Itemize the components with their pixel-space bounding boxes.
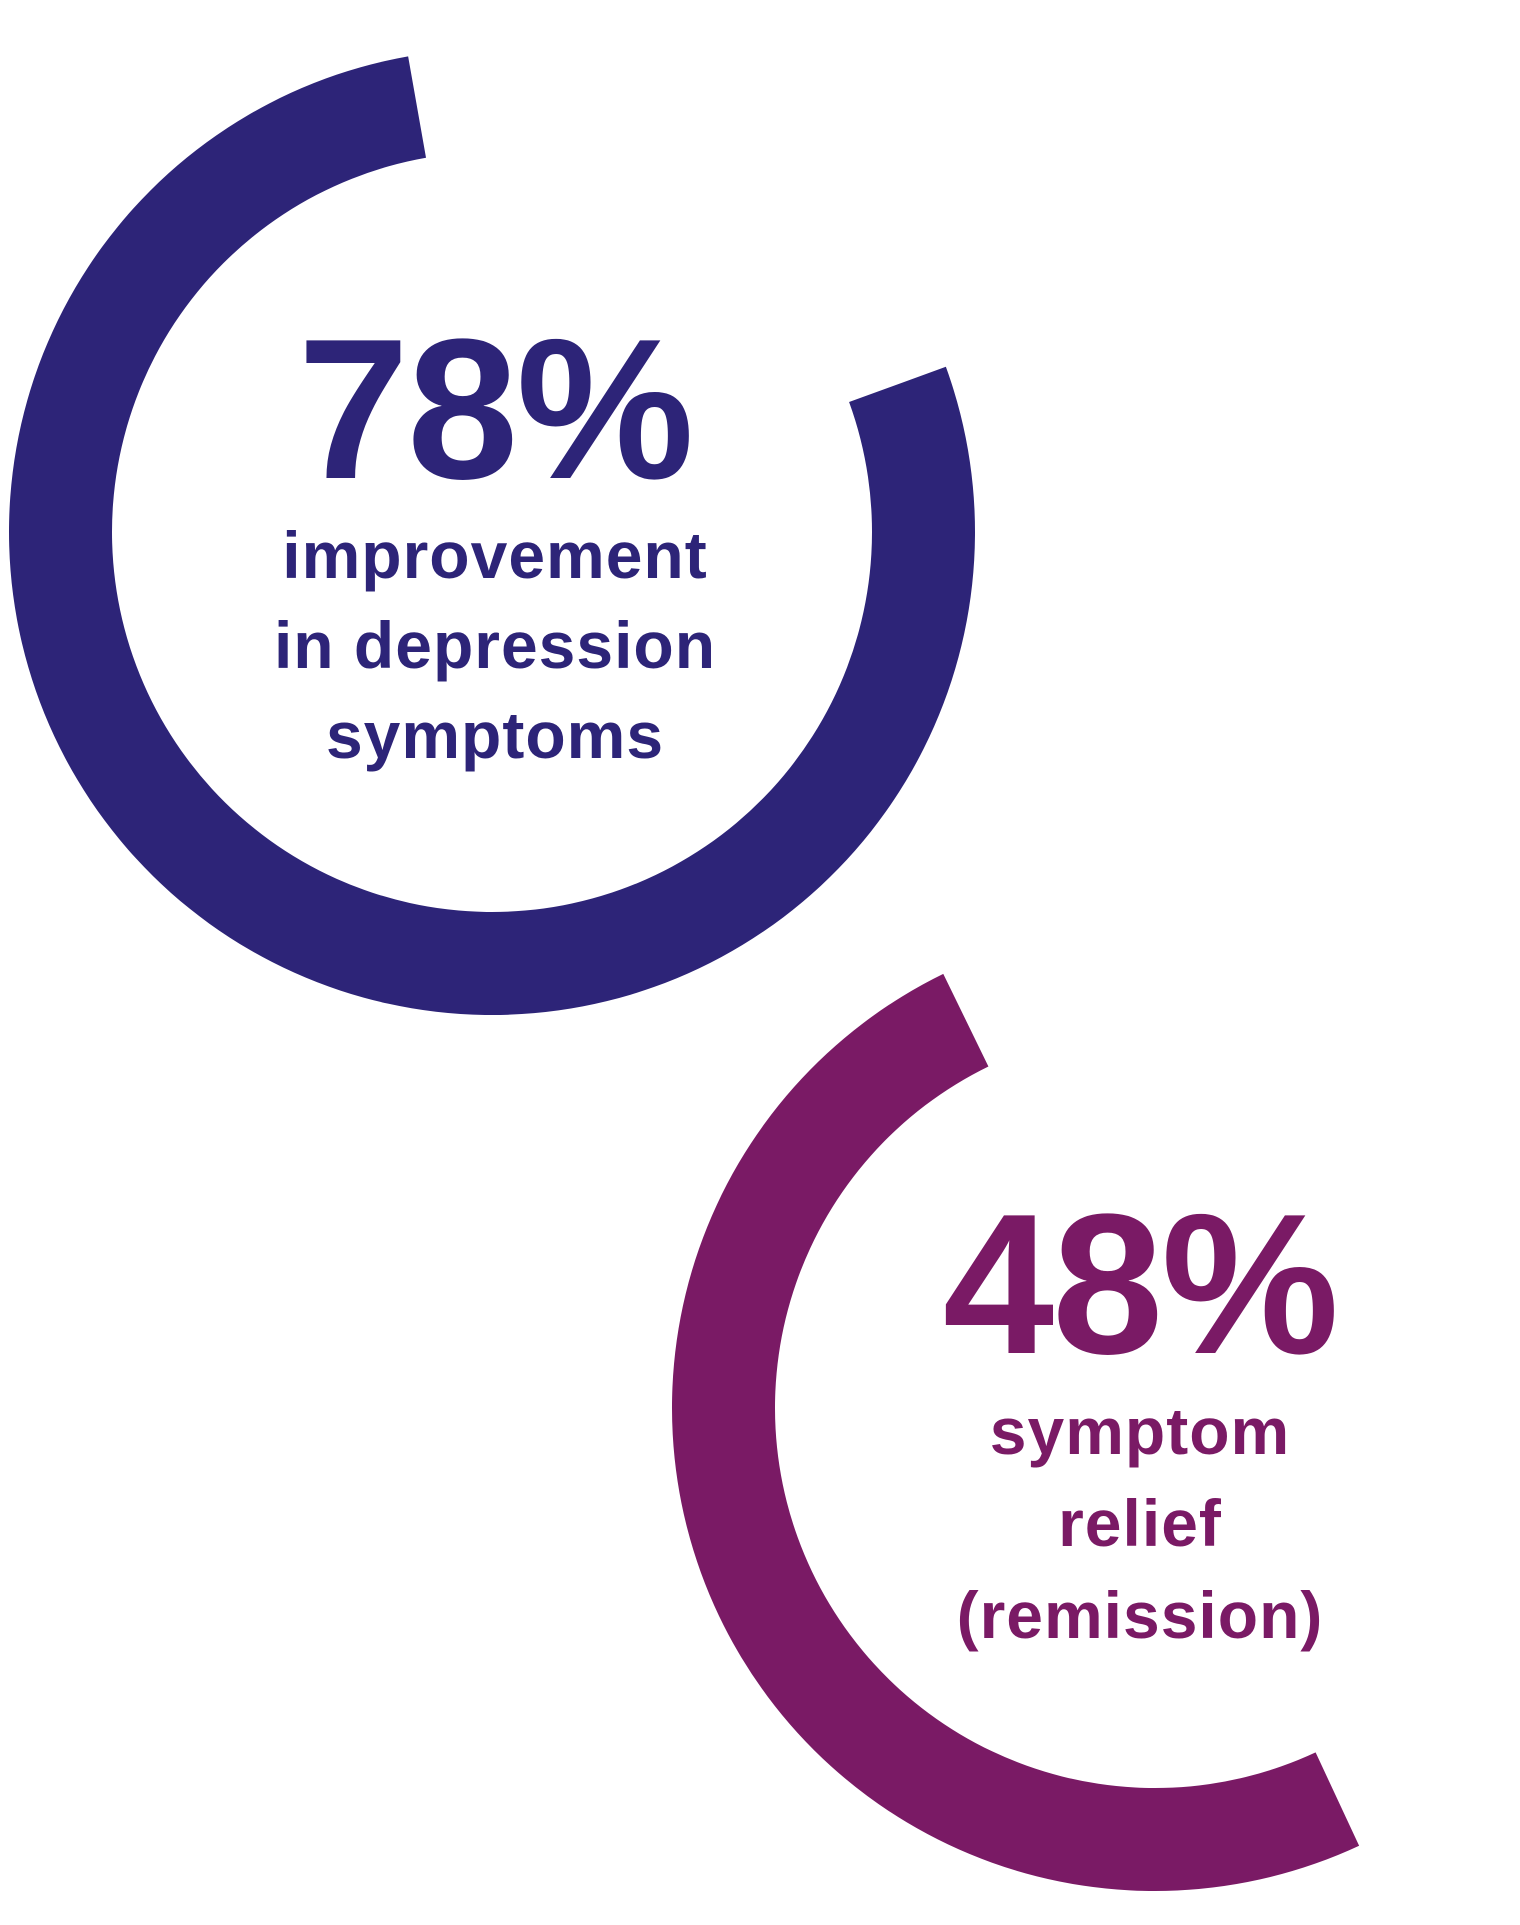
stat-caption-line: relief <box>1058 1486 1222 1560</box>
stat-caption-line: (remission) <box>956 1578 1324 1652</box>
stat-value: 48% <box>942 1173 1339 1396</box>
stat-caption-line: symptom <box>989 1394 1291 1468</box>
stat-caption-line: symptoms <box>325 698 665 772</box>
stat-caption-line: in depression <box>273 608 717 682</box>
donut-arc-2 <box>671 973 1360 1892</box>
stat-value: 78% <box>297 298 694 521</box>
stat-remission: 48% symptom relief (remission) <box>920 1185 1360 1661</box>
stat-caption-line: improvement <box>282 518 708 592</box>
stat-improvement: 78% improvement in depression symptoms <box>180 310 810 780</box>
